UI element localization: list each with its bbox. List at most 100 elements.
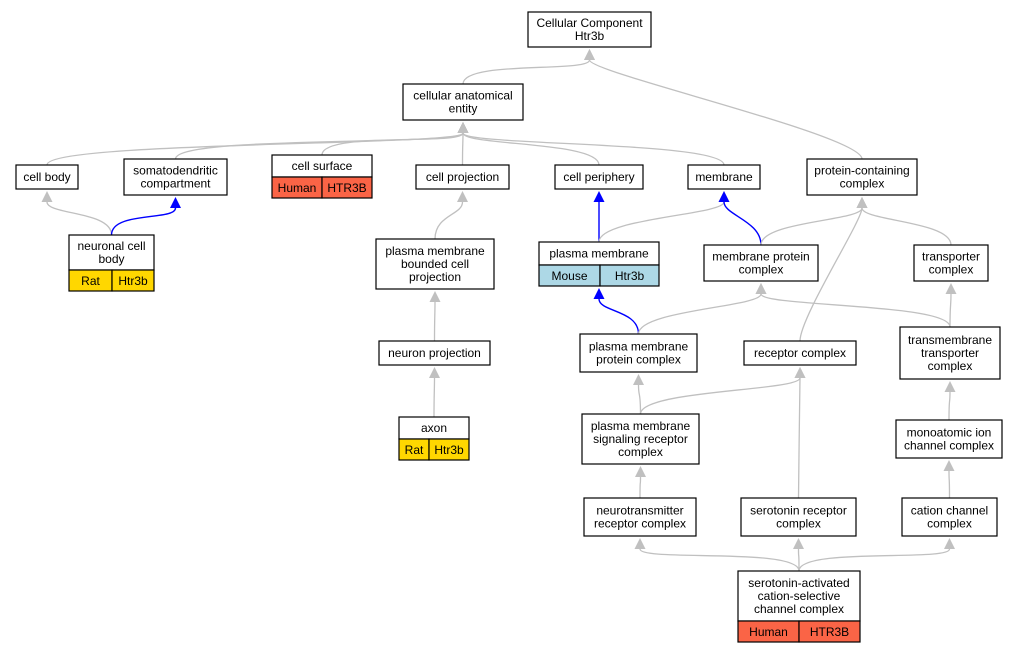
node-label-line: transporter — [922, 250, 980, 264]
gene-label: Htr3b — [615, 269, 645, 283]
edge-arrowhead — [170, 197, 181, 208]
node-membrane: membrane — [687, 164, 761, 190]
edge-serotonin-to-serorec — [793, 538, 804, 572]
edge-pmsrc-to-receptor — [639, 367, 806, 415]
node-label-line: complex — [840, 177, 885, 191]
node-label-line: compartment — [140, 177, 211, 191]
edge-arrowhead — [635, 466, 646, 477]
edge-line — [948, 470, 951, 499]
edge-line — [46, 201, 113, 236]
gene-cell — [599, 264, 660, 287]
edge-line — [110, 207, 177, 236]
edge-line — [861, 207, 952, 246]
node-box — [579, 333, 698, 373]
node-periphery: cell periphery — [554, 164, 644, 190]
edge-receptor-to-protcont — [799, 197, 868, 342]
edge-arrowhead — [633, 374, 644, 385]
edge-cation-to-monoion — [943, 460, 955, 499]
edge-mpc-to-protcont — [760, 197, 868, 246]
node-label-line: neurotransmitter — [596, 504, 683, 518]
edge-protcont-to-root — [584, 49, 863, 160]
edge-line — [639, 476, 642, 499]
edge-transporter-to-protcont — [856, 197, 952, 246]
edge-line — [797, 548, 800, 572]
node-label-line: cell surface — [292, 159, 353, 173]
edge-axon-to-neuronproj — [429, 367, 440, 418]
node-box — [899, 326, 1001, 380]
edge-line — [321, 132, 464, 156]
edge-mpc-to-membrane — [718, 191, 762, 246]
edge-pmpc-to-pm — [593, 288, 640, 335]
node-label-line: transmembrane — [908, 333, 992, 347]
node-box — [402, 83, 524, 121]
edge-arrowhead — [429, 291, 441, 302]
edge-line — [434, 201, 464, 240]
node-label-line: cation channel — [911, 504, 988, 518]
node-label-line: membrane protein — [712, 250, 809, 264]
node-label-line: somatodendritic — [133, 164, 218, 178]
node-label-line: cell projection — [426, 170, 499, 184]
edge-arrowhead — [794, 367, 806, 378]
edge-arrowhead — [593, 191, 605, 202]
node-label-line: receptor complex — [594, 517, 686, 531]
edge-line — [588, 59, 863, 160]
node-label-line: cellular anatomical — [413, 89, 512, 103]
node-box — [901, 497, 998, 537]
node-box — [415, 164, 510, 190]
edge-arrowhead — [457, 191, 468, 202]
node-label-line: cell periphery — [563, 170, 634, 184]
edge-line — [598, 201, 725, 243]
node-label-line: protein complex — [596, 353, 681, 367]
node-receptor: receptor complex — [743, 340, 857, 366]
edge-arrowhead — [755, 283, 767, 294]
node-label-line: cell body — [23, 170, 70, 184]
edge-line — [798, 548, 951, 572]
species-label: Human — [749, 625, 788, 639]
edge-pm-to-membrane — [598, 191, 730, 243]
node-box — [583, 497, 697, 537]
edge-line — [174, 132, 464, 160]
edge-surface-to-cae — [321, 122, 469, 156]
node-label-line: plasma membrane — [589, 340, 689, 354]
edge-arrowhead — [41, 191, 53, 202]
edge-line — [637, 293, 762, 335]
node-label-line: body — [98, 252, 124, 266]
node-cellproj: cell projection — [415, 164, 510, 190]
node-label-line: complex — [739, 263, 784, 277]
edge-neuronproj-to-pmbcp — [429, 291, 441, 342]
edge-line — [799, 207, 863, 342]
edge-line — [46, 132, 464, 166]
edge-serotonin-to-neurotrans — [634, 538, 800, 572]
node-label-line: channel complex — [904, 439, 994, 453]
node-box — [527, 11, 652, 48]
edge-serorec-to-receptor — [794, 367, 806, 499]
node-box — [123, 158, 228, 196]
node-box — [913, 244, 989, 282]
edge-line — [949, 293, 952, 328]
species-label: Human — [278, 181, 317, 195]
edge-line — [433, 377, 436, 418]
node-box — [740, 497, 857, 537]
edge-arrowhead — [944, 538, 955, 549]
edge-line — [462, 132, 600, 166]
node-label-line: bounded cell — [401, 257, 469, 271]
node-label-line: cation-selective — [758, 589, 841, 603]
gene-label: Htr3b — [118, 274, 148, 288]
node-label-line: transporter — [921, 346, 979, 360]
node-label-line: Htr3b — [575, 29, 605, 43]
node-box — [15, 164, 79, 190]
node-label-line: complex — [618, 445, 663, 459]
edge-pm-to-periphery — [593, 191, 605, 242]
